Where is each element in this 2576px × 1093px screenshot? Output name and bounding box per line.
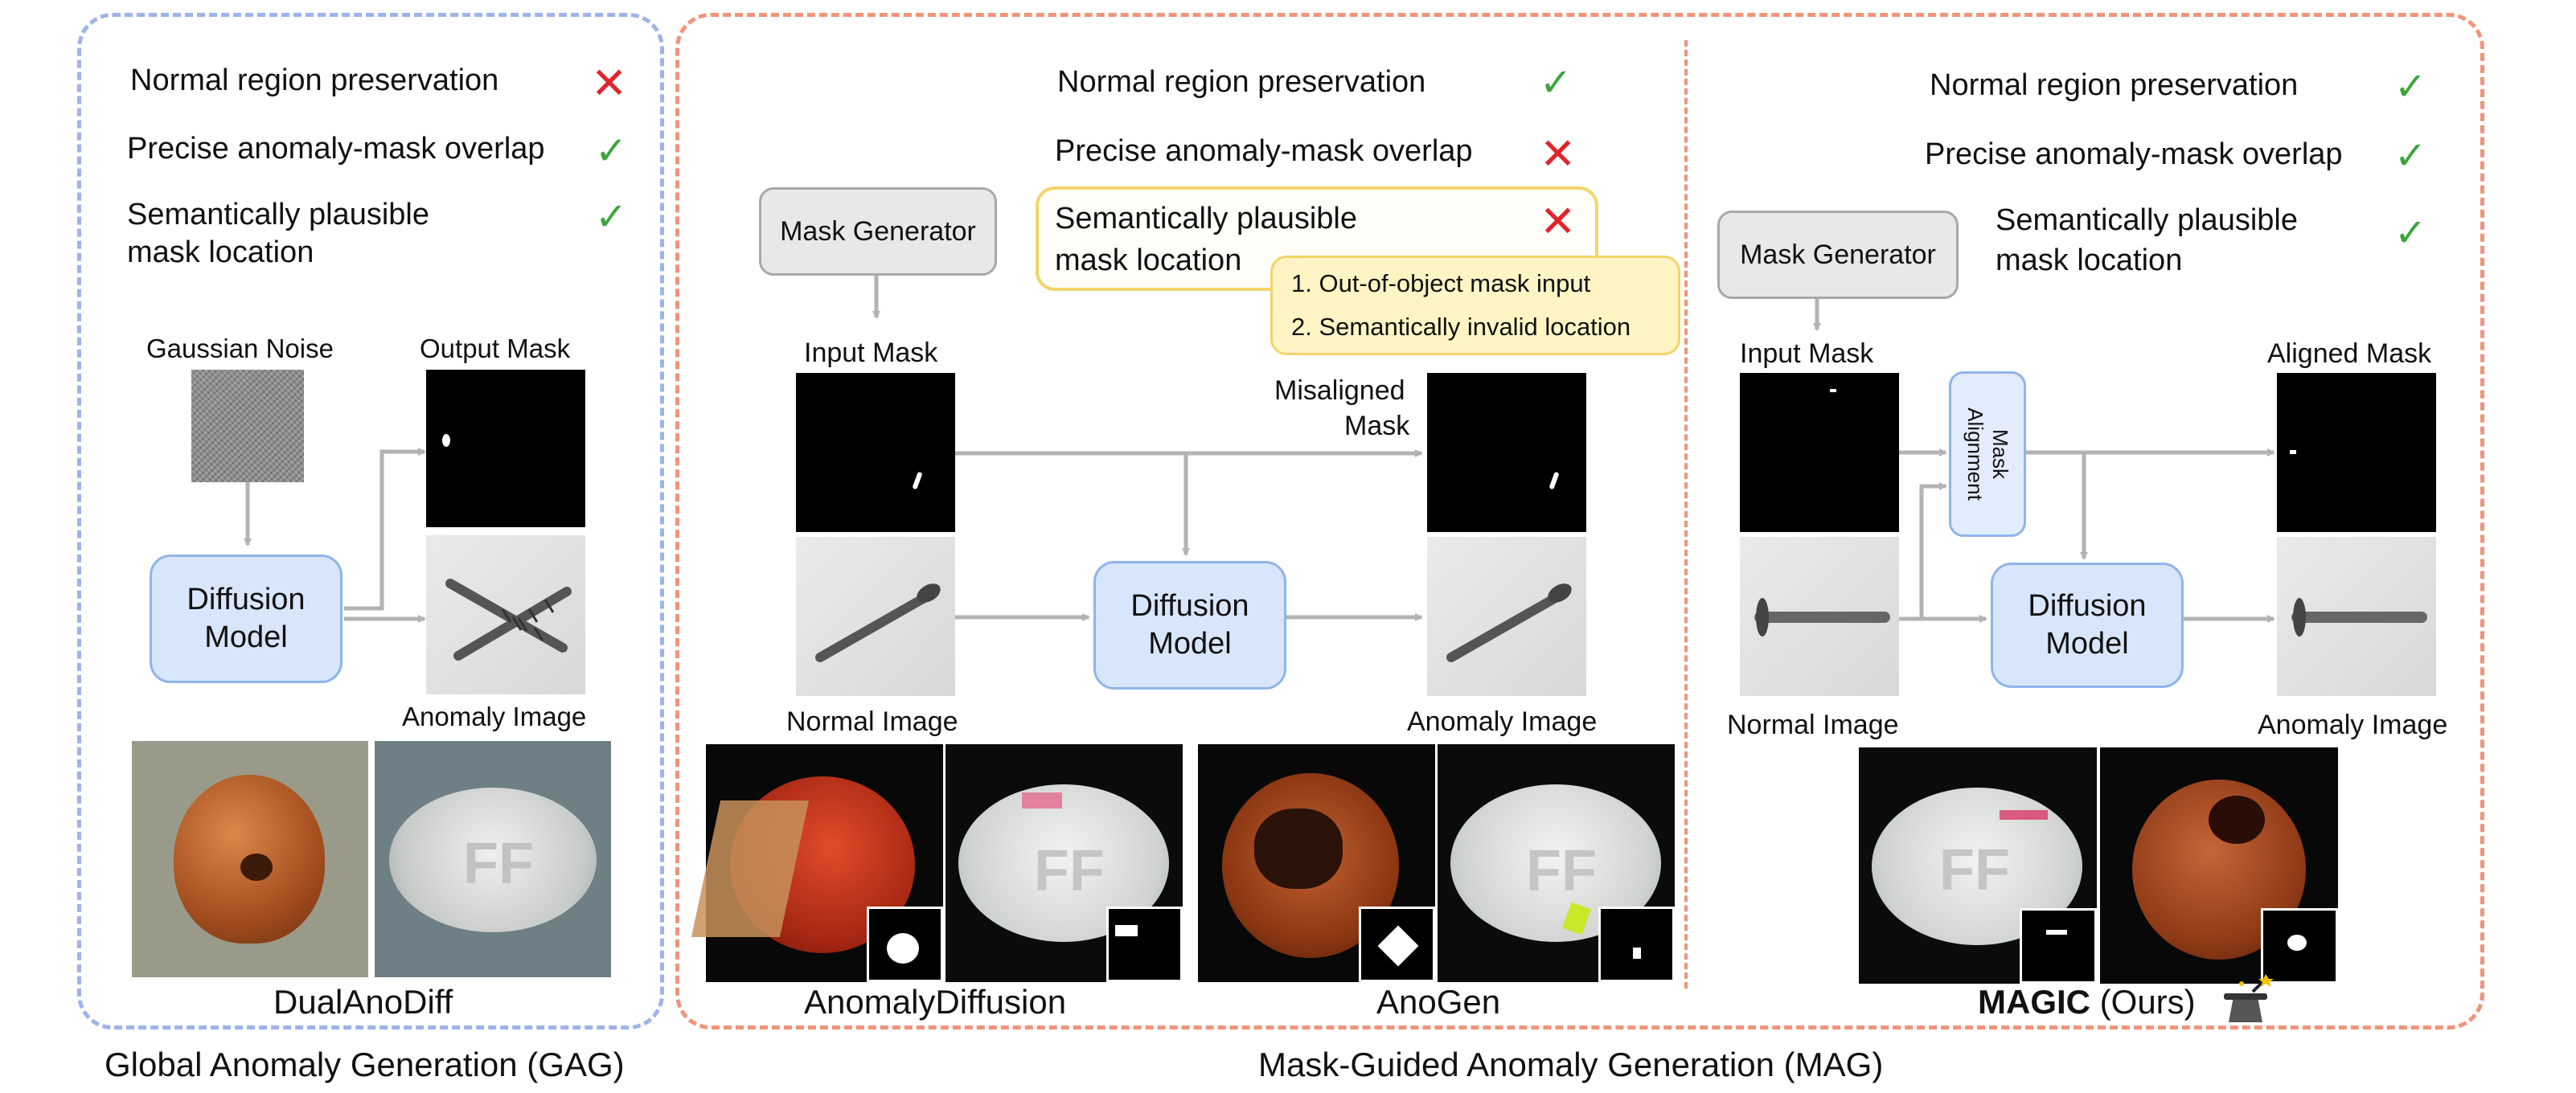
mag-anomaly-image-label: Anomaly Image [1407, 706, 1598, 737]
mag-diffusion-model: Diffusion Model [1093, 561, 1286, 690]
mag-issues-box [1270, 256, 1680, 355]
magic-criterion-3-line2: mask location [1996, 244, 2183, 277]
cross-icon: ✕ [1540, 198, 1577, 246]
magic-criterion-1: Normal region preservation [1930, 68, 2299, 102]
magic-input-mask-label: Input Mask [1740, 338, 1874, 369]
magic-aligned-mask-label: Aligned Mask [2267, 338, 2432, 369]
magic-normal-screw-image [1740, 537, 1899, 696]
magic-normal-image-label: Normal Image [1727, 710, 1899, 740]
screw-image [815, 583, 941, 662]
check-icon: ✓ [2394, 212, 2427, 255]
anomalydiffusion-hazelnut-mask-inset [867, 907, 943, 982]
magic-aligned-mask-image [2277, 373, 2436, 532]
cross-icon: ✕ [1540, 130, 1577, 178]
pill-image: FF [375, 741, 611, 977]
mag-misaligned-label-1: Misaligned [1274, 375, 1405, 406]
magic-method-bold: MAGIC [1978, 983, 2090, 1021]
screw-image-drawing [445, 579, 572, 661]
screw-image [1754, 598, 1890, 637]
output-mask-image [426, 370, 585, 527]
screw-image [2291, 598, 2427, 637]
screw-image [1446, 583, 1572, 662]
mag-divider [1684, 40, 1688, 989]
magic-hat-icon [2224, 974, 2274, 1022]
mag-method-anomalydiffusion: AnomalyDiffusion [804, 983, 1067, 1021]
anomalydiffusion-pill-image: FF [945, 744, 1183, 982]
mag-misaligned-mask-image [1427, 373, 1586, 532]
anogen-pill-mask-inset [1598, 907, 1675, 982]
check-icon: ✓ [2394, 66, 2427, 108]
gag-criterion-3-line2: mask location [127, 235, 314, 269]
hazelnut-image [132, 741, 368, 977]
check-icon: ✓ [595, 130, 628, 173]
mag-normal-screw-image [796, 537, 955, 696]
anomalydiffusion-pill-mask-inset [1106, 907, 1183, 982]
magic-method-suffix: (Ours) [2090, 983, 2196, 1021]
mag-anomaly-screw-image [1427, 537, 1586, 696]
magic-hazelnut-mask-inset [2261, 908, 2338, 984]
mag-input-mask-label: Input Mask [804, 338, 938, 368]
anogen-hazelnut-image [1198, 744, 1435, 982]
mag-misaligned-label-2: Mask [1344, 411, 1410, 441]
gag-criterion-3-line1: Semantically plausible [127, 198, 429, 231]
magic-mask-generator: Mask Generator [1717, 211, 1959, 299]
gag-panel [77, 13, 664, 1030]
check-icon: ✓ [1540, 62, 1573, 104]
gag-anomaly-image-label: Anomaly Image [402, 702, 587, 731]
magic-pill-image: FF [1859, 747, 2097, 984]
magic-anomaly-image-label: Anomaly Image [2258, 710, 2448, 740]
mag-caption: Mask-Guided Anomaly Generation (MAG) [1258, 1046, 1884, 1083]
screw-image [426, 535, 585, 694]
mag-issue-2: 2. Semantically invalid location [1291, 313, 1631, 341]
magic-criterion-3-line1: Semantically plausible [1996, 203, 2298, 237]
gag-diffusion-model: Diffusion Model [150, 555, 343, 683]
magic-method-name: MAGIC (Ours) [1978, 982, 2196, 1022]
gag-caption: Global Anomaly Generation (GAG) [105, 1046, 625, 1083]
arrow-normal-to-alignment [1899, 482, 1947, 621]
magic-diffusion-model: Diffusion Model [1991, 563, 2184, 688]
gaussian-noise-label: Gaussian Noise [146, 334, 334, 363]
mag-criterion-3-line2: mask location [1055, 244, 1242, 277]
magic-anomaly-screw-image [2277, 537, 2436, 696]
mask-alignment-box: Mask Alignment [1949, 371, 2026, 537]
gag-criterion-2: Precise anomaly-mask overlap [127, 132, 545, 166]
magic-criterion-2: Precise anomaly-mask overlap [1925, 137, 2343, 171]
mag-issue-1: 1. Out-of-object mask input [1291, 269, 1591, 297]
check-icon: ✓ [595, 196, 628, 239]
mag-input-mask-image [796, 373, 955, 532]
mask-alignment-label-2: Alignment [1963, 407, 1987, 501]
magic-hazelnut-image [2100, 747, 2338, 984]
mag-mask-generator: Mask Generator [759, 187, 997, 276]
output-mask-label: Output Mask [420, 334, 571, 363]
anomalydiffusion-hazelnut-image [691, 744, 943, 982]
anogen-pill-image: FF [1438, 744, 1675, 982]
cross-icon: ✕ [591, 59, 628, 108]
mag-criterion-2: Precise anomaly-mask overlap [1055, 134, 1473, 168]
anogen-hazelnut-mask-inset [1359, 907, 1435, 982]
mag-method-anogen: AnoGen [1376, 983, 1501, 1021]
mag-criterion-1: Normal region preservation [1057, 65, 1426, 99]
gaussian-noise-image [191, 370, 304, 482]
magic-input-mask-image [1740, 373, 1899, 532]
check-icon: ✓ [2394, 135, 2427, 178]
gag-criterion-1: Normal region preservation [130, 63, 499, 97]
gag-method-name: DualAnoDiff [273, 983, 453, 1021]
magic-pill-mask-inset [2020, 908, 2097, 984]
mag-panel [675, 13, 2484, 1030]
mask-alignment-label-1: Mask [1988, 428, 2013, 480]
arrow-diffusion-to-mask [344, 448, 426, 611]
mag-normal-image-label: Normal Image [786, 706, 958, 737]
mag-criterion-3-line1: Semantically plausible [1055, 202, 1357, 235]
